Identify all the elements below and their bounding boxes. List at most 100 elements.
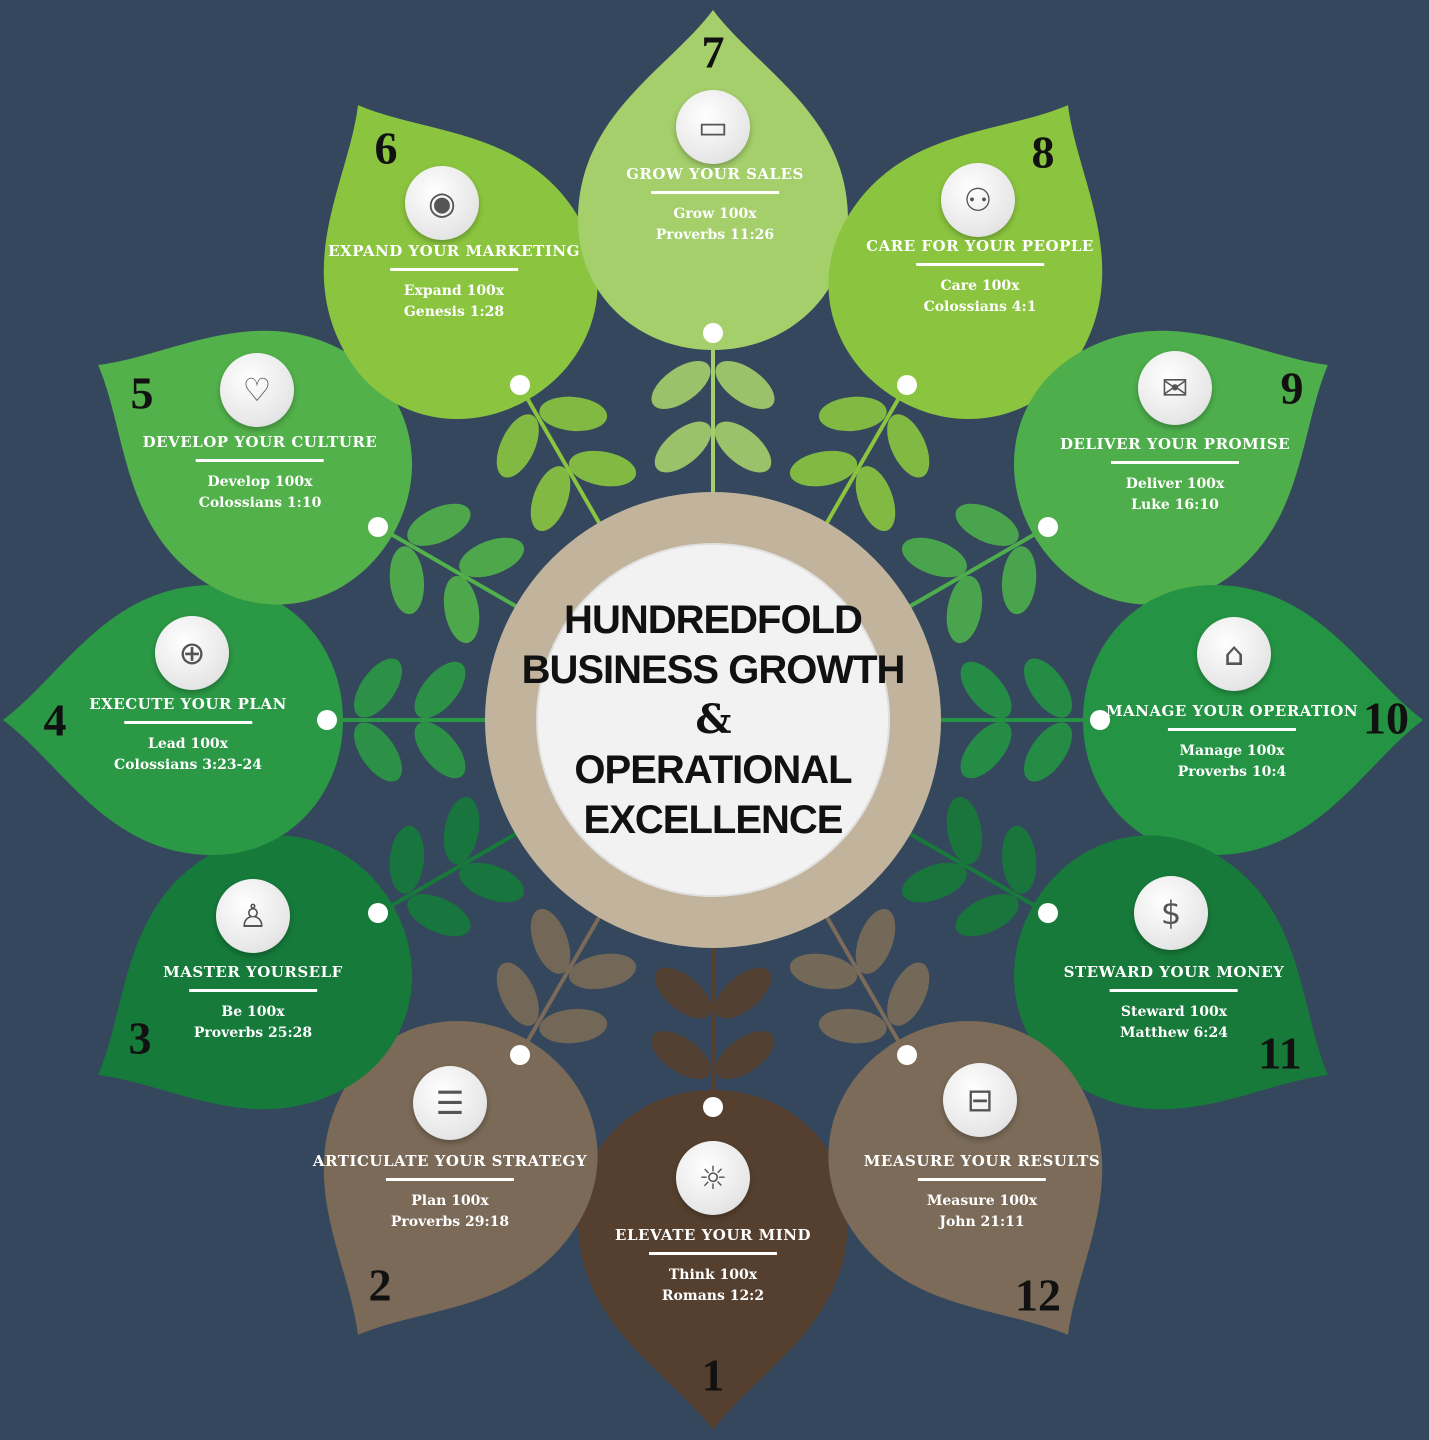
- petal-dot: [703, 323, 723, 343]
- petal-title: MASTER YOURSELF: [163, 963, 343, 981]
- petal-dot: [897, 375, 917, 395]
- petal-line1: Manage 100x: [1179, 743, 1285, 759]
- petal-divider: [651, 191, 779, 194]
- petal-dot: [1038, 517, 1058, 537]
- sprig-leaf: [459, 537, 525, 578]
- petal-number: 10: [1363, 692, 1409, 744]
- lightbulb-icon: ☼: [676, 1141, 750, 1215]
- sprig-leaf: [354, 658, 402, 718]
- sprig-leaf: [714, 421, 772, 473]
- center-title-line2: BUSINESS GROWTH: [521, 648, 906, 692]
- sprig-leaf: [789, 450, 858, 487]
- petal-line1: Develop 100x: [207, 474, 313, 490]
- petal-number: 2: [368, 1259, 392, 1311]
- sprig-leaf: [654, 967, 712, 1019]
- sprig-leaf: [715, 361, 775, 409]
- petal-dot: [368, 517, 388, 537]
- petal-divider: [649, 1252, 777, 1255]
- petal-title: CARE FOR YOUR PEOPLE: [866, 237, 1094, 255]
- sprig-stem: [378, 525, 524, 612]
- sprig-leaf: [651, 1031, 711, 1079]
- petal-10: [933, 585, 1423, 855]
- petal-title: EXPAND YOUR MARKETING: [328, 242, 580, 260]
- petal-title: EXECUTE YOUR PLAN: [89, 695, 287, 713]
- petal-dot: [510, 375, 530, 395]
- petal-leaf: [98, 835, 412, 1110]
- petal-line1: Steward 100x: [1120, 1004, 1228, 1020]
- petal-line1: Think 100x: [668, 1267, 758, 1283]
- petal-12: [789, 908, 1103, 1335]
- petal-line2: Proverbs 10:4: [1177, 764, 1287, 780]
- petal-title: ELEVATE YOUR MIND: [615, 1226, 811, 1244]
- petal-text-12: MEASURE YOUR RESULTS Measure 100x John 2…: [864, 1152, 1100, 1233]
- petal-number: 4: [43, 694, 67, 746]
- petal-text-7: GROW YOUR SALES Grow 100x Proverbs 11:26: [626, 165, 804, 246]
- petal-divider: [1110, 989, 1238, 992]
- center-title: HUNDREDFOLD BUSINESS GROWTH & OPERATIONA…: [521, 595, 906, 845]
- petal-title: ARTICULATE YOUR STRATEGY: [312, 1152, 588, 1170]
- petal-2: [323, 908, 637, 1335]
- petal-title: DELIVER YOUR PROMISE: [1059, 435, 1291, 453]
- sprig-leaf: [443, 796, 480, 865]
- petal-divider: [196, 459, 324, 462]
- sprig-leaf: [855, 908, 896, 974]
- petal-title: MEASURE YOUR RESULTS: [863, 1152, 1101, 1170]
- laptop-icon: ▭: [676, 90, 750, 164]
- center-ampersand: &: [695, 696, 731, 743]
- petal-title: STEWARD YOUR MONEY: [1063, 963, 1285, 981]
- sprig-leaf: [960, 661, 1012, 719]
- petal-text-5: DEVELOP YOUR CULTURE Develop 100x Coloss…: [143, 433, 378, 514]
- petal-leaf: [323, 1021, 598, 1335]
- petal-4: [3, 585, 493, 855]
- petal-text-11: STEWARD YOUR MONEY Steward 100x Matthew …: [1064, 963, 1285, 1044]
- petal-text-8: CARE FOR YOUR PEOPLE Care 100x Colossian…: [866, 237, 1094, 318]
- petal-line1: Plan 100x: [411, 1193, 489, 1209]
- petal-leaf: [323, 105, 598, 419]
- broadcast-icon: ◉: [405, 166, 479, 240]
- sprig-leaf: [955, 894, 1019, 937]
- petal-line2: Genesis 1:28: [403, 304, 505, 320]
- petal-number: 6: [374, 122, 398, 174]
- petal-dot: [510, 1045, 530, 1065]
- sprig-stem: [378, 828, 524, 915]
- petal-title: DEVELOP YOUR CULTURE: [142, 433, 378, 451]
- center-title-line4: EXCELLENCE: [583, 798, 844, 842]
- petal-line2: Luke 16:10: [1131, 497, 1219, 513]
- sprig-leaf: [946, 796, 983, 865]
- sprig-leaf: [496, 414, 539, 478]
- petal-line2: Colossians 1:10: [198, 495, 322, 511]
- petal-text-10: MANAGE YOUR OPERATION Manage 100x Prover…: [1106, 702, 1358, 783]
- petal-number: 1: [701, 1349, 725, 1401]
- sprig-leaf: [530, 466, 571, 532]
- petal-line1: Care 100x: [940, 278, 1020, 294]
- sprig-stem: [821, 909, 908, 1055]
- center-disc: [536, 543, 890, 897]
- dollar-icon: $: [1134, 876, 1208, 950]
- petal-divider: [124, 721, 252, 724]
- petal-text-1: ELEVATE YOUR MIND Think 100x Romans 12:2: [615, 1226, 811, 1307]
- sprig-leaf: [407, 894, 471, 937]
- sprig-leaf: [818, 396, 887, 432]
- petal-leaf: [578, 1090, 848, 1430]
- petal-divider: [389, 268, 518, 271]
- center-title-line1: HUNDREDFOLD: [564, 598, 863, 642]
- sprig-leaf: [389, 546, 425, 615]
- sprig-leaf: [960, 721, 1012, 779]
- petal-line2: John 21:11: [939, 1214, 1025, 1230]
- petal-number: 9: [1280, 362, 1304, 414]
- person-icon: ♙: [216, 879, 290, 953]
- petal-number: 11: [1258, 1027, 1302, 1079]
- petal-line2: Romans 12:2: [661, 1288, 765, 1304]
- petal-text-9: DELIVER YOUR PROMISE Deliver 100x Luke 1…: [1060, 435, 1290, 516]
- petal-divider: [1168, 728, 1296, 731]
- sprig-stem: [902, 525, 1048, 612]
- sprig-leaf: [568, 953, 637, 990]
- basketball-icon: ⊕: [155, 616, 229, 690]
- petal-leaf: [828, 105, 1103, 419]
- petal-text-6: EXPAND YOUR MARKETING Expand 100x Genesi…: [328, 242, 580, 323]
- petal-7: [578, 10, 848, 500]
- sprig-leaf: [414, 661, 466, 719]
- envelope-icon: ✉: [1138, 351, 1212, 425]
- petal-number: 5: [130, 367, 154, 419]
- petal-divider: [916, 263, 1044, 266]
